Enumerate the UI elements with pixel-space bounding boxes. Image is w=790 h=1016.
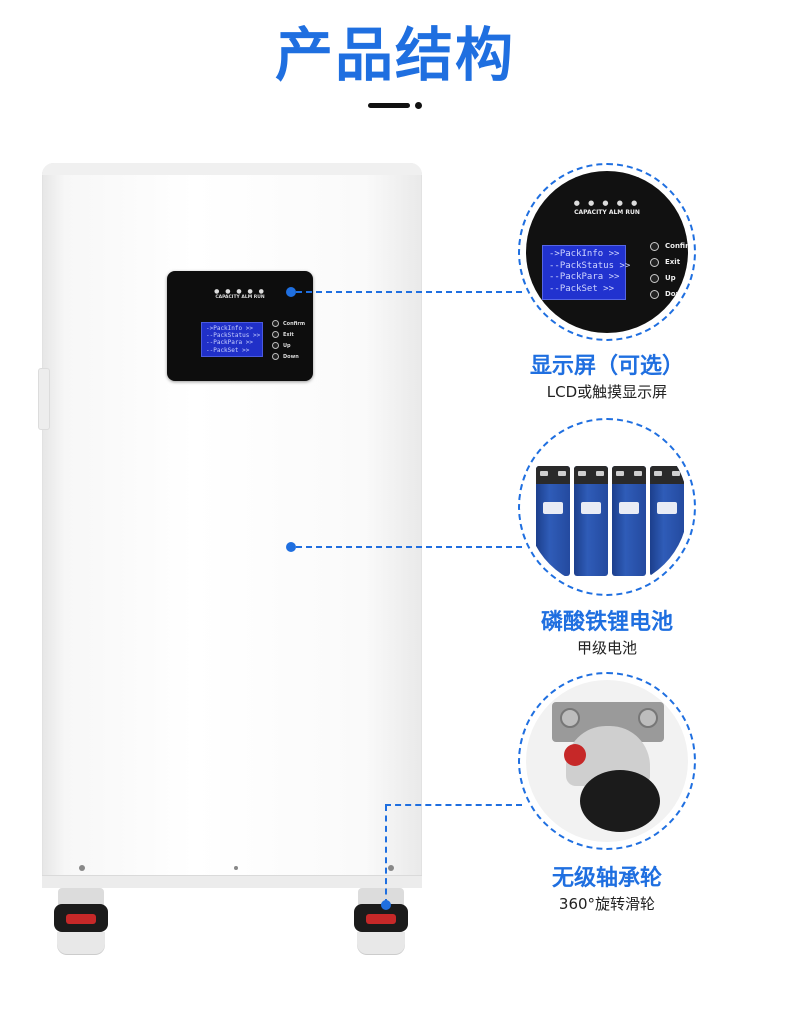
callout-subtitle-battery: 甲级电池 xyxy=(576,639,637,657)
exit-button[interactable]: Exit xyxy=(650,254,688,270)
callout-dot-wheel xyxy=(381,900,391,910)
lcd-line: --PackSet >> xyxy=(206,346,250,354)
cabinet-side-handle xyxy=(38,368,50,430)
down-button[interactable]: Down xyxy=(650,286,688,302)
lcd-screen: ->PackInfo >> --PackStatus >> --PackPara… xyxy=(201,322,263,357)
screw-icon xyxy=(388,865,394,871)
up-label: Up xyxy=(665,274,676,282)
battery-cell-icon xyxy=(574,466,608,576)
caster-wheel-left xyxy=(52,888,110,958)
lcd-line: --PackPara >> xyxy=(206,339,253,347)
up-label: Up xyxy=(283,342,291,349)
lcd-line: ->PackInfo >> xyxy=(206,325,253,332)
exit-button[interactable]: Exit xyxy=(272,329,305,340)
lcd-line: --PackStatus >> xyxy=(206,332,261,340)
title-underline-dot xyxy=(415,102,422,109)
panel-buttons: Confirm Exit Up Down xyxy=(272,318,305,362)
bolt-icon xyxy=(638,708,658,728)
lcd-line: --PackStatus >> xyxy=(549,260,631,271)
callout-subtitle-display: LCD或触摸显示屏 xyxy=(546,383,668,401)
page-title: 产品结构 xyxy=(274,21,515,89)
callout-dot-battery xyxy=(286,542,296,552)
callout-title-display: 显示屏（可选） xyxy=(529,354,684,379)
caster-brake xyxy=(564,744,586,766)
up-button[interactable]: Up xyxy=(650,270,688,286)
caster-wheel-icon xyxy=(580,770,660,832)
callout-line-battery xyxy=(296,546,522,548)
callout-title-battery: 磷酸铁锂电池 xyxy=(540,610,673,635)
callout-line-wheel-vertical xyxy=(385,805,387,905)
down-label: Down xyxy=(665,290,688,298)
status-leds: ● ● ● ● ● xyxy=(573,199,641,207)
battery-cells-closeup xyxy=(518,418,696,596)
callout-subtitle-wheel: 360°旋转滑轮 xyxy=(558,895,656,913)
title-underline xyxy=(368,103,410,108)
callout-title-wheel: 无级轴承轮 xyxy=(551,866,662,891)
callout-line-wheel xyxy=(385,804,522,806)
exit-label: Exit xyxy=(665,258,681,266)
caster-wheel-closeup xyxy=(518,672,696,850)
battery-cell-icon xyxy=(650,466,684,576)
panel-buttons-closeup: Confirm Exit Up Down xyxy=(650,238,688,302)
down-label: Down xyxy=(283,353,299,360)
caster-wheel-right xyxy=(352,888,410,958)
exit-label: Exit xyxy=(283,331,294,338)
screw-icon xyxy=(234,866,238,870)
bolt-icon xyxy=(560,708,580,728)
confirm-label: Confirm xyxy=(665,242,688,250)
up-button[interactable]: Up xyxy=(272,340,305,351)
confirm-button[interactable]: Confirm xyxy=(272,318,305,329)
battery-cell-icon xyxy=(612,466,646,576)
cabinet-base xyxy=(42,875,422,888)
display-closeup: ● ● ● ● ● CAPACITY ALM RUN ->PackInfo >>… xyxy=(518,163,696,341)
confirm-label: Confirm xyxy=(283,320,306,327)
lcd-line: ->PackInfo >> xyxy=(549,249,620,259)
panel-caption: CAPACITY ALM RUN xyxy=(574,209,640,216)
confirm-button[interactable]: Confirm xyxy=(650,238,688,254)
cabinet-top xyxy=(42,163,422,175)
lcd-line: --PackPara >> xyxy=(549,272,620,282)
battery-cell-icon xyxy=(536,466,570,576)
lcd-screen-closeup: ->PackInfo >> --PackStatus >> --PackPara… xyxy=(542,245,631,300)
panel-caption: CAPACITY ALM RUN xyxy=(215,295,265,300)
lcd-line: --PackSet >> xyxy=(549,283,615,294)
screw-icon xyxy=(79,865,85,871)
callout-line-display xyxy=(296,291,522,293)
callout-dot-display xyxy=(286,287,296,297)
down-button[interactable]: Down xyxy=(272,351,305,362)
status-leds: ● ● ● ● ● xyxy=(214,288,266,295)
